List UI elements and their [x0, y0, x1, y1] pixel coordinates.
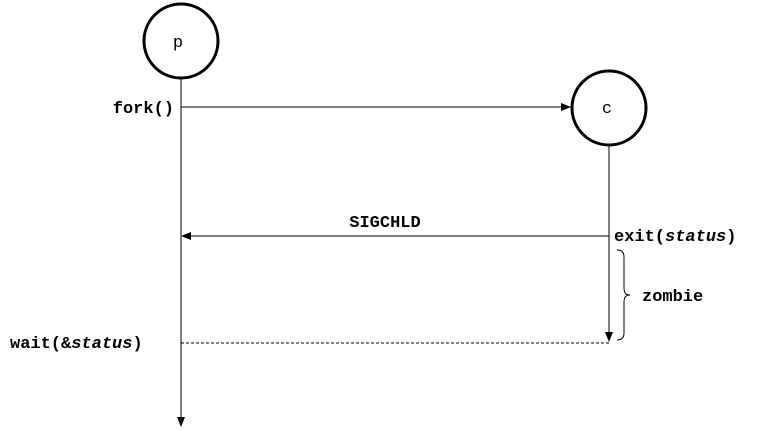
zombie-brace	[616, 249, 631, 341]
wait-label: wait(&status)	[10, 335, 143, 354]
exit-label: exit(status)	[614, 228, 736, 247]
zombie-label: zombie	[642, 288, 703, 307]
wait-arg: status	[71, 335, 132, 354]
wait-close: )	[132, 335, 142, 354]
exit-call: exit(	[614, 228, 665, 247]
wait-call: wait(&	[10, 335, 72, 354]
exit-arg: status	[665, 228, 726, 247]
parent-process-node: p	[142, 2, 220, 80]
child-process-node: c	[570, 69, 648, 147]
sigchld-label: SIGCHLD	[349, 214, 420, 233]
exit-close: )	[726, 228, 736, 247]
parent-process-label: p	[173, 34, 183, 53]
child-process-label: c	[602, 100, 612, 119]
fork-label: fork()	[113, 100, 174, 119]
